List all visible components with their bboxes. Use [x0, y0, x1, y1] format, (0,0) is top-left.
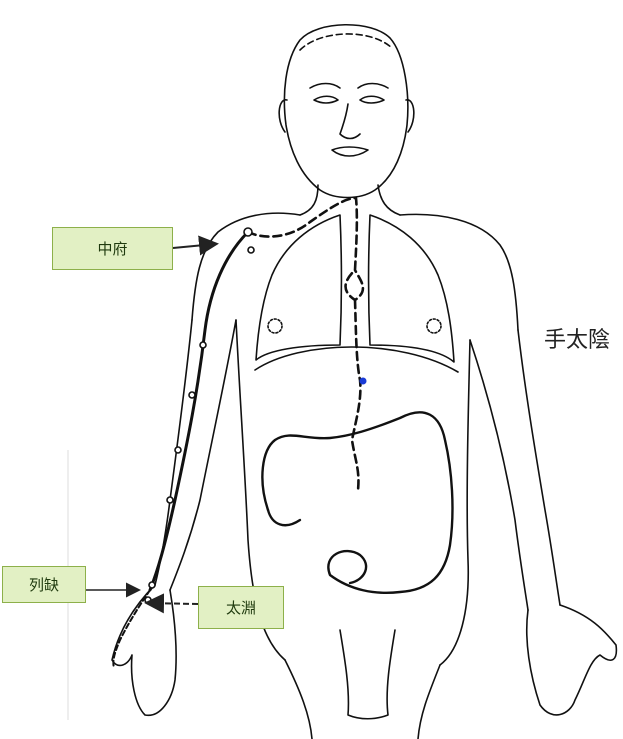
acupoint-6 — [167, 497, 173, 503]
acupoint-zhongfu — [244, 228, 252, 236]
acupoint-4 — [189, 392, 195, 398]
zhongfu-label: 中府 — [52, 227, 173, 270]
ascending-colon — [268, 510, 300, 525]
lieque-label-text: 列缺 — [29, 574, 59, 595]
taiyuan-label-text: 太淵 — [226, 597, 256, 618]
hip-left — [285, 660, 312, 739]
left-eye — [314, 96, 338, 103]
zhongfu-arrow — [173, 244, 215, 248]
right-eye — [360, 96, 384, 103]
right-hand — [527, 605, 617, 715]
right-shoulder — [400, 214, 518, 330]
hairline — [300, 34, 392, 50]
right-eyebrow — [358, 84, 388, 89]
large-intestine — [262, 412, 452, 593]
meridian-origin-marker — [360, 378, 367, 385]
right-arm-outer — [518, 330, 560, 605]
acupoint-3 — [200, 342, 206, 348]
meridian-title: 手太陰 — [544, 322, 610, 354]
right-nipple — [427, 319, 441, 333]
nose — [340, 104, 360, 139]
right-arm-inner — [470, 340, 528, 610]
left-nipple — [268, 319, 282, 333]
taiyuan-label: 太淵 — [198, 586, 284, 629]
acupoint-5 — [175, 447, 181, 453]
meridian-line-dashed — [248, 198, 363, 490]
left-hand — [112, 585, 176, 715]
right-lung — [369, 215, 455, 362]
taiyuan-arrow — [148, 603, 198, 604]
torso-right — [440, 340, 470, 665]
lieque-label: 列缺 — [2, 566, 86, 603]
neck-right — [378, 185, 400, 215]
mouth — [332, 147, 368, 156]
groin — [340, 630, 395, 719]
left-eyebrow — [310, 84, 340, 89]
acupoint-lieque — [149, 582, 155, 588]
left-arm-inner — [170, 320, 236, 590]
hip-right — [418, 665, 440, 739]
neck-left — [300, 185, 318, 215]
zhongfu-label-text: 中府 — [97, 238, 127, 259]
acupoint-2 — [248, 247, 254, 253]
